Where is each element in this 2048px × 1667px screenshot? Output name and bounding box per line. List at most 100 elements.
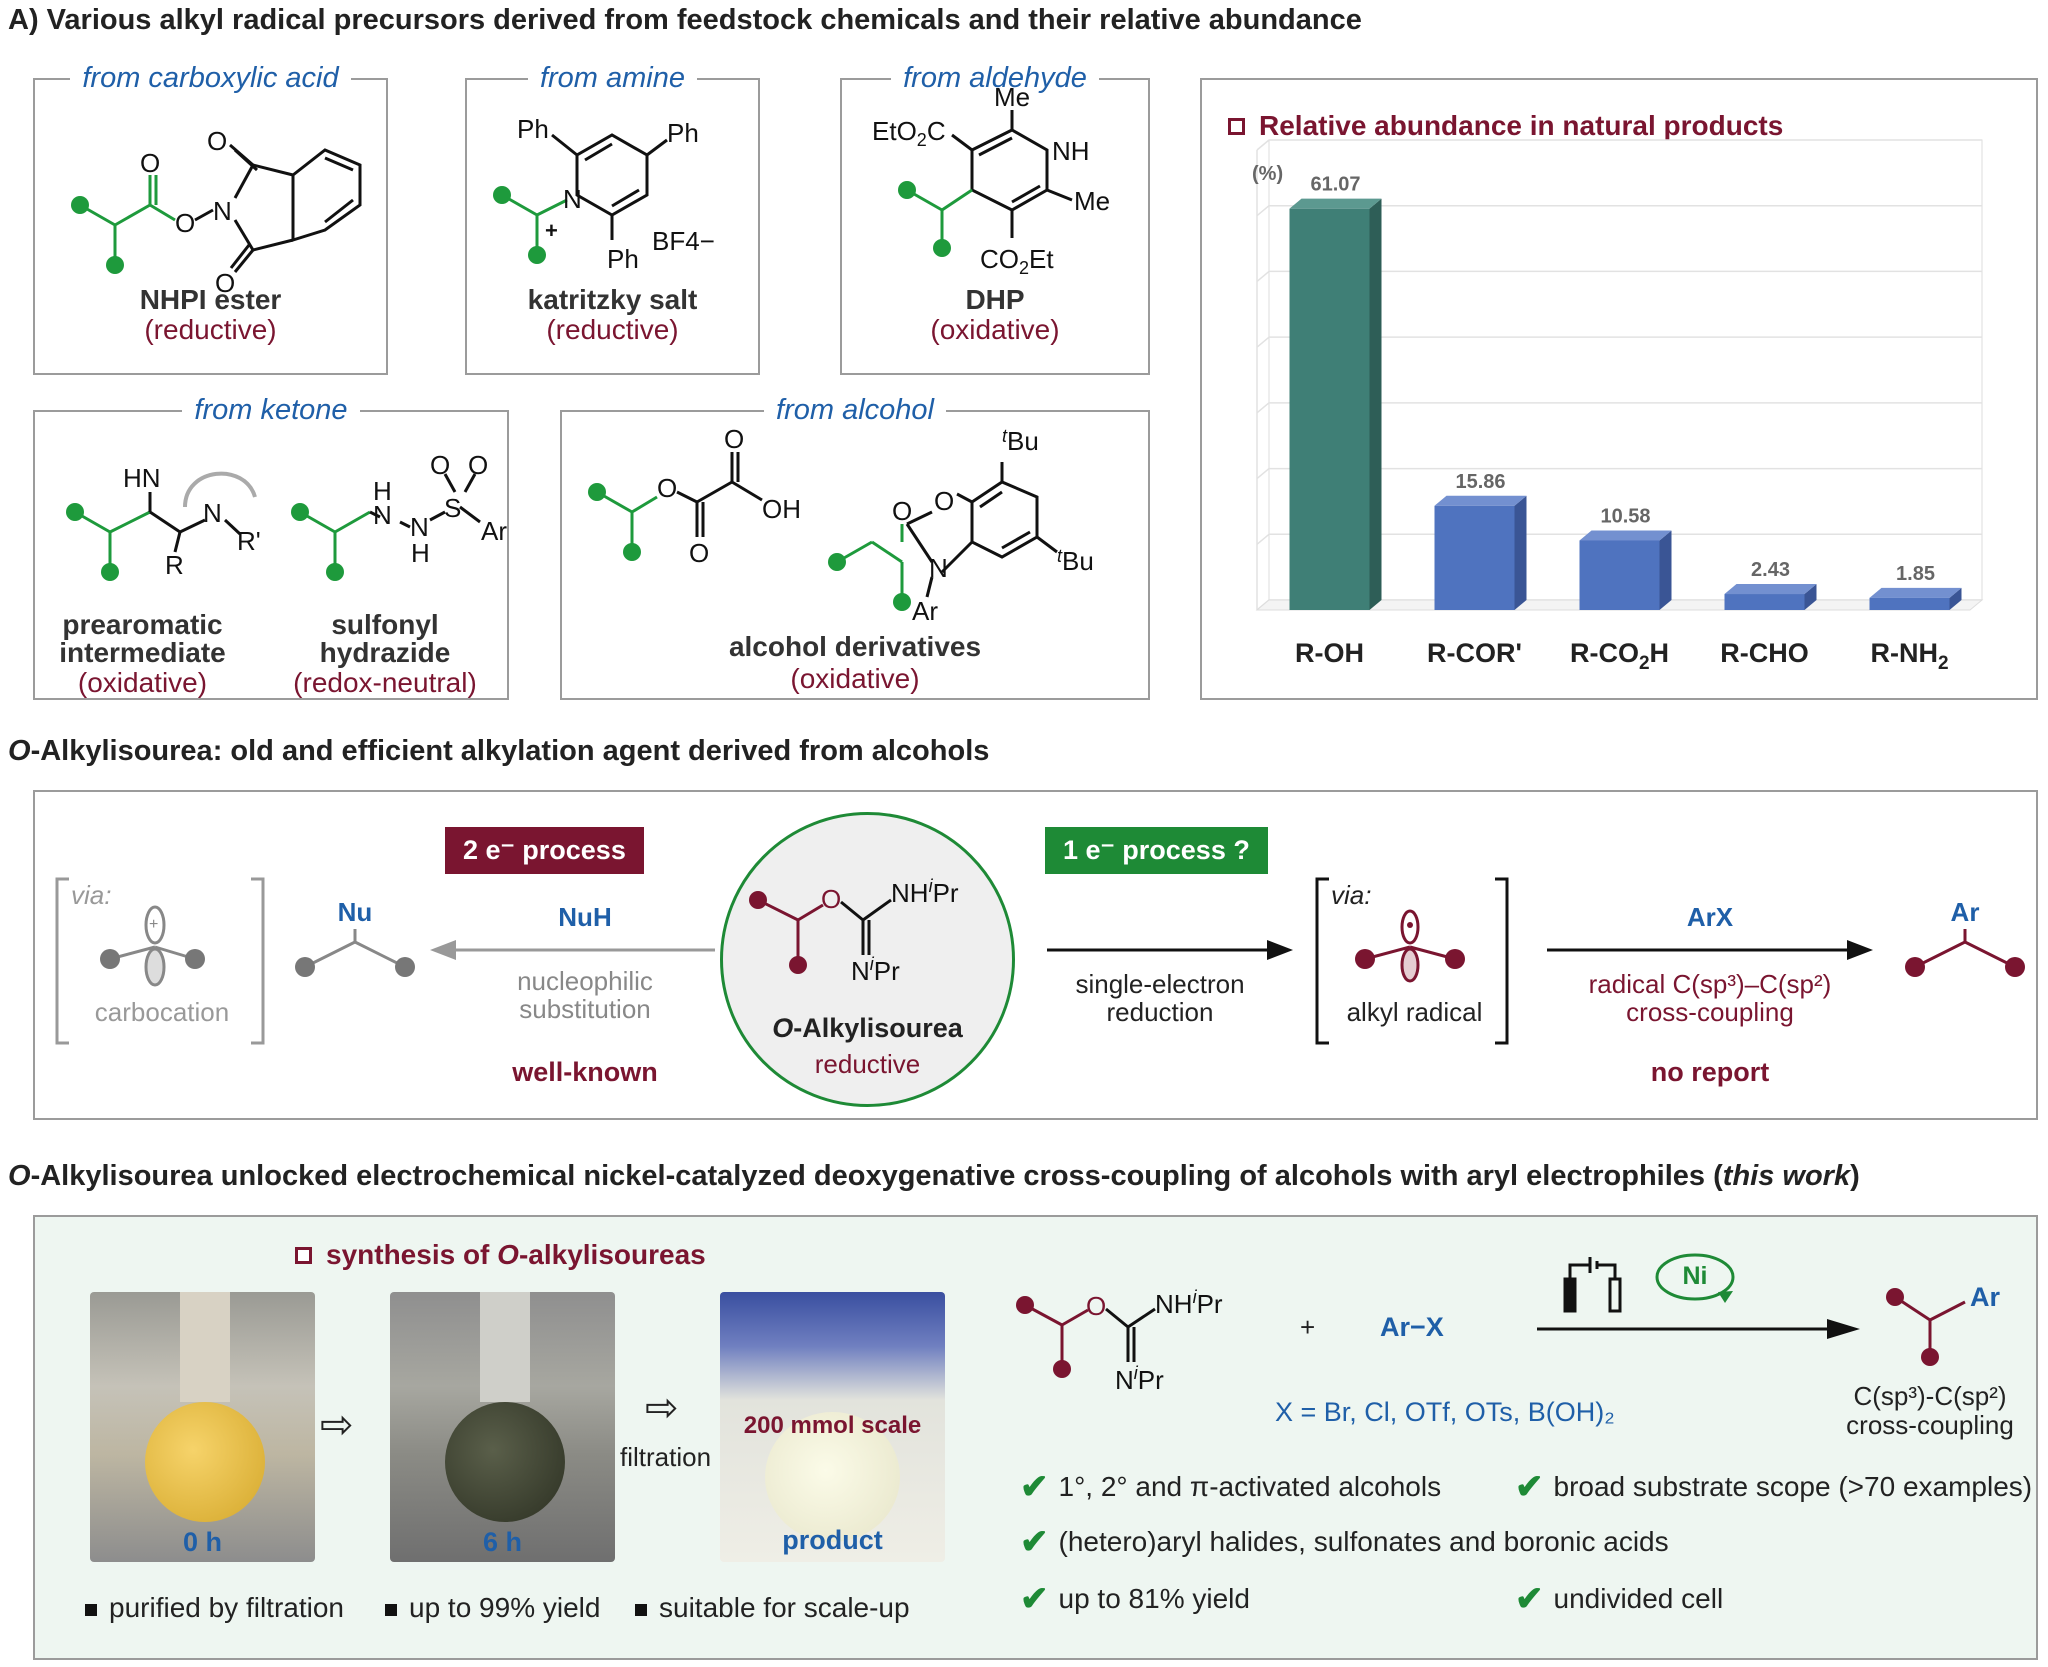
svg-text:Me: Me xyxy=(1074,186,1110,216)
abundance-bar-chart: (%)61.07R-OH15.86R-COR'10.58R-CO2H2.43R-… xyxy=(1252,139,1984,674)
svg-text:HN: HN xyxy=(123,463,161,493)
svg-text:NiPr: NiPr xyxy=(1115,1363,1164,1395)
sulfonyl-type: (redox-neutral) xyxy=(293,667,477,698)
nhpi-source: from carboxylic acid xyxy=(70,62,351,94)
svg-text:N: N xyxy=(410,512,429,542)
arx-reagent: Ar−X xyxy=(1380,1312,1444,1342)
category-label: R-NH2 xyxy=(1870,638,1948,674)
right-arrow-1 xyxy=(1047,940,1293,960)
product-label: product xyxy=(782,1525,883,1555)
via-left-label: via: xyxy=(71,880,112,910)
photo-6h: 6 h xyxy=(390,1292,615,1562)
alcohol-type: (oxidative) xyxy=(790,663,920,694)
bar-side xyxy=(1369,198,1382,610)
svg-text:N: N xyxy=(373,500,392,530)
alcohol-structures: O O O OH O xyxy=(588,424,1094,626)
nu-product-structure xyxy=(295,929,415,977)
abundance-chart-box: Relative abundance in natural products (… xyxy=(1200,78,2038,700)
section-c-box: synthesis of O-alkylisoureas 0 h ⇨ 6 h ⇨… xyxy=(33,1215,2038,1660)
nuh-label: NuH xyxy=(558,902,612,932)
anode-icon xyxy=(1563,1277,1577,1313)
sulfonyl-name-2: hydrazide xyxy=(319,637,451,668)
katritzky-type: (reductive) xyxy=(546,314,679,345)
prearomatic-name: prearomatic xyxy=(62,609,223,640)
sulfonyl-name: sulfonyl xyxy=(331,609,439,640)
svg-text:O: O xyxy=(821,884,841,914)
bar-value-label: 10.58 xyxy=(1600,505,1650,527)
svg-text:O: O xyxy=(657,473,677,503)
section-b-box: + via: carbocation Nu 2 e⁻ process NuH n… xyxy=(33,790,2038,1120)
category-label: R-OH xyxy=(1295,638,1364,668)
svg-text:tBu: tBu xyxy=(1002,426,1039,456)
via-right-label: via: xyxy=(1331,880,1372,910)
svg-text:O: O xyxy=(468,450,488,480)
grid-line xyxy=(1256,467,1270,480)
svg-text:N: N xyxy=(563,184,582,214)
dhp-structure: Me EtO2C NH Me CO2Et xyxy=(872,82,1110,278)
bar-top xyxy=(1434,495,1527,506)
bar xyxy=(1869,597,1950,610)
dark-flask-image xyxy=(445,1402,565,1522)
katritzky-salt-structure: Ph Ph Ph N + BF4− xyxy=(493,114,715,274)
photo-0h: 0 h xyxy=(90,1292,315,1562)
check-scope: ✔broad substrate scope (>70 examples) xyxy=(1515,1468,2033,1506)
dhp-type: (oxidative) xyxy=(930,314,1060,345)
o-alkylisourea-structure: O NHiPr NiPr xyxy=(749,876,959,986)
coupling-product-structure xyxy=(1886,1288,1966,1366)
yellow-flask-image xyxy=(145,1402,265,1522)
bar-value-label: 2.43 xyxy=(1751,559,1790,581)
svg-text:O: O xyxy=(140,148,160,178)
right-arrow-2 xyxy=(1547,940,1873,960)
photo-arrow-1-icon: ⇨ xyxy=(320,1403,354,1447)
alkyl-radical-label: alkyl radical xyxy=(1346,997,1483,1027)
ketone-source: from ketone xyxy=(182,394,360,426)
bullet-purified: purified by filtration xyxy=(85,1592,344,1624)
product-ar-label: Ar xyxy=(1970,1282,2001,1312)
carbocation-bracket: + xyxy=(55,877,265,1045)
alcohol-source: from alcohol xyxy=(764,394,946,426)
product-flask-image xyxy=(765,1412,900,1542)
section-c-title: O-Alkylisourea unlocked electrochemical … xyxy=(8,1160,1860,1192)
grid-line xyxy=(1256,270,1270,283)
left-arrow xyxy=(430,940,715,960)
dhp-source: from aldehyde xyxy=(891,62,1099,94)
katritzky-salt-box: from amine Ph Ph Ph N + BF4− katritzky s… xyxy=(465,62,760,375)
svg-text:Ar: Ar xyxy=(912,596,938,626)
bar-value-label: 61.07 xyxy=(1310,174,1360,196)
svg-text:N: N xyxy=(929,553,948,583)
ar-product-structure xyxy=(1905,929,2025,977)
cathode-icon xyxy=(1608,1277,1622,1313)
nhpi-type: (reductive) xyxy=(144,314,277,345)
svg-text:Ar: Ar xyxy=(481,516,507,546)
svg-text:Me: Me xyxy=(994,82,1030,112)
arx-label: ArX xyxy=(1686,902,1734,932)
ketone-box: from ketone HN N R' R xyxy=(33,394,509,700)
chart-title-marker-icon xyxy=(1228,117,1245,135)
radical-cross-coupling-label: radical C(sp³)–C(sp²)cross-coupling xyxy=(1588,969,1832,1027)
check-electrophiles: ✔(hetero)aryl halides, sulfonates and bo… xyxy=(1020,1523,1669,1561)
electrochemical-arrow xyxy=(1537,1253,1860,1339)
two-electron-tag: 2 e⁻ process xyxy=(445,827,644,874)
svg-text:R: R xyxy=(165,550,184,580)
nhpi-ester-structure: O O N O O xyxy=(71,126,362,298)
check-alcohols: ✔1°, 2° and π-activated alcohols xyxy=(1020,1468,1442,1506)
katritzky-name: katritzky salt xyxy=(527,284,698,315)
section-a-title: A) Various alkyl radical precursors deri… xyxy=(8,4,1362,36)
bar xyxy=(1724,594,1805,610)
x-list: X = Br, Cl, OTf, OTs, B(OH)₂ xyxy=(1275,1397,1615,1427)
plus-sign: + xyxy=(1300,1312,1316,1342)
o-alkylisourea-name: O-Alkylisourea xyxy=(772,1013,963,1043)
nhpi-name: NHPI ester xyxy=(139,284,282,315)
check-icon: ✔ xyxy=(1020,1468,1049,1506)
check-icon: ✔ xyxy=(1020,1523,1049,1561)
no-report-label: no report xyxy=(1650,1057,1770,1087)
svg-text:H: H xyxy=(411,538,430,568)
alcohol-box: from alcohol O O O OH O xyxy=(560,394,1150,700)
bar xyxy=(1579,540,1660,610)
bar xyxy=(1289,208,1370,610)
svg-text:O: O xyxy=(1086,1291,1106,1321)
one-electron-tag: 1 e⁻ process ? xyxy=(1045,827,1268,874)
svg-text:EtO2C: EtO2C xyxy=(872,116,946,150)
photo-6h-label: 6 h xyxy=(482,1527,522,1557)
